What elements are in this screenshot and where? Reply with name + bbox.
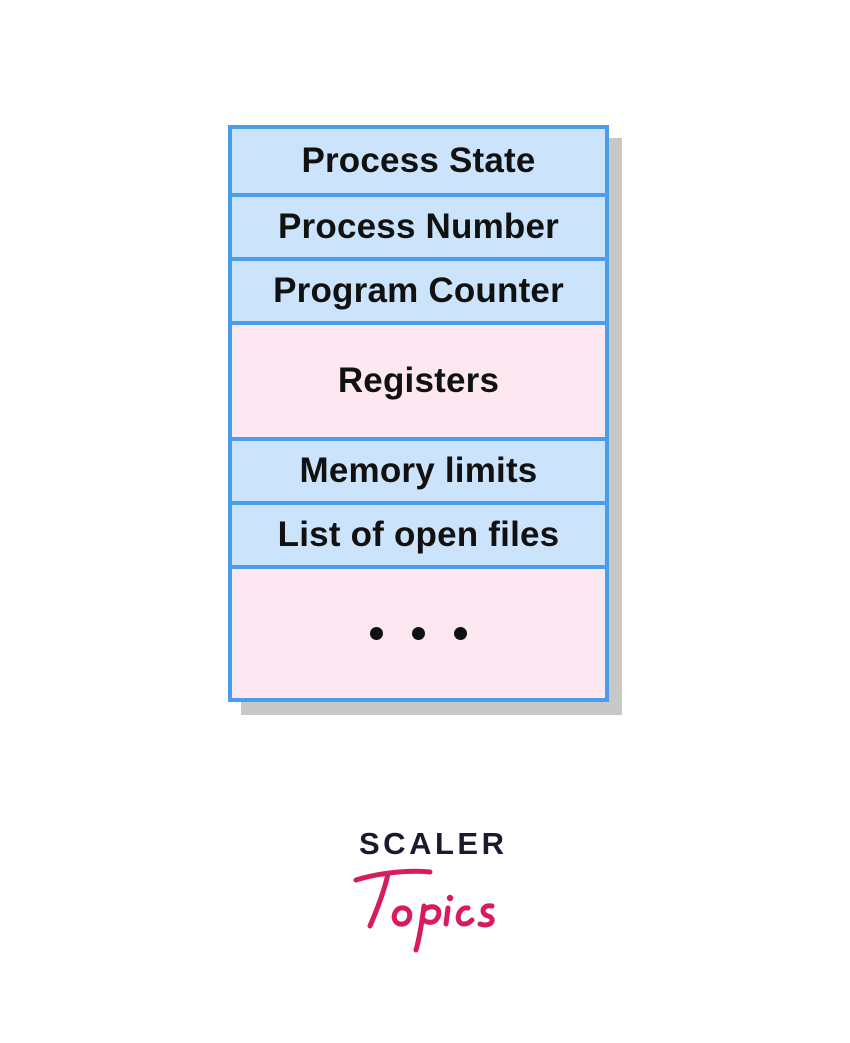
pcb-row-ellipsis: [232, 565, 605, 698]
logo-topics-script: [353, 868, 495, 953]
pcb-row-label: Memory limits: [299, 451, 538, 490]
process-control-block: Process State Process Number Program Cou…: [228, 125, 622, 715]
pcb-row-program-counter: Program Counter: [232, 257, 605, 321]
pcb-row-label: Process Number: [278, 207, 559, 246]
scaler-topics-logo: SCALER: [352, 826, 512, 956]
pcb-row-label: Process State: [301, 141, 536, 180]
logo-wordmark: SCALER: [359, 826, 508, 861]
ellipsis-icon: [370, 627, 467, 640]
pcb-row-process-number: Process Number: [232, 193, 605, 257]
pcb-row-process-state: Process State: [232, 129, 605, 193]
pcb-row-label: List of open files: [277, 515, 560, 554]
pcb-row-registers: Registers: [232, 321, 605, 437]
pcb-row-label: Program Counter: [273, 271, 564, 310]
pcb-table: Process State Process Number Program Cou…: [228, 125, 609, 702]
pcb-row-open-files: List of open files: [232, 501, 605, 565]
pcb-row-memory-limits: Memory limits: [232, 437, 605, 501]
pcb-row-label: Registers: [337, 361, 500, 400]
